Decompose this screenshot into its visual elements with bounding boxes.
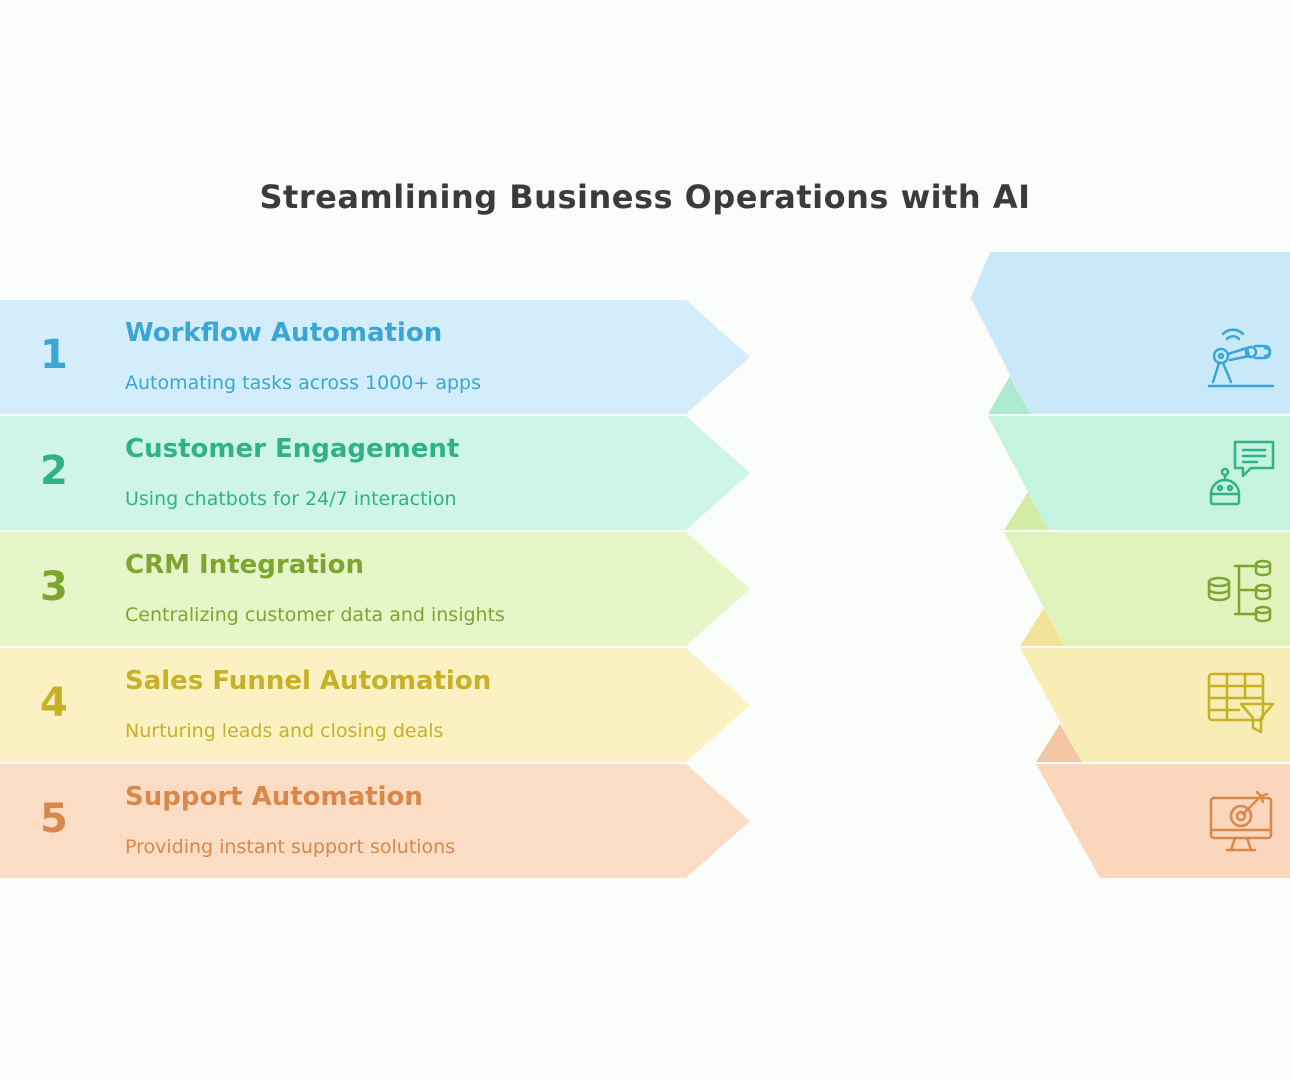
table-funnel-icon [1207, 672, 1275, 734]
step-2: 2 Customer Engagement Using chatbots for… [0, 416, 750, 530]
step-title: CRM Integration [125, 550, 364, 580]
step-1: 1 Workflow Automation Automating tasks a… [0, 300, 750, 414]
ribbon-fold-2 [1004, 492, 1048, 530]
step-description: Nurturing leads and closing deals [125, 720, 444, 742]
step-3: 3 CRM Integration Centralizing customer … [0, 532, 750, 646]
ribbon-block-2 [988, 416, 1290, 530]
ribbon-fold-4 [1036, 724, 1082, 762]
ribbon-top-fold [970, 252, 1290, 300]
step-number: 2 [40, 448, 68, 494]
step-number: 1 [40, 332, 68, 378]
step-number: 5 [40, 796, 68, 842]
database-hierarchy-icon [1207, 559, 1272, 623]
chatbot-icon [1209, 440, 1275, 506]
step-description: Centralizing customer data and insights [125, 604, 505, 626]
ribbon-fold-1 [988, 376, 1030, 414]
step-number: 4 [40, 680, 68, 726]
ribbon-block-4 [1020, 648, 1290, 762]
step-title: Workflow Automation [125, 318, 443, 348]
step-description: Automating tasks across 1000+ apps [125, 372, 481, 394]
step-4: 4 Sales Funnel Automation Nurturing lead… [0, 648, 750, 762]
step-title: Customer Engagement [125, 434, 460, 464]
ribbon-block-3 [1004, 532, 1290, 646]
step-title: Support Automation [125, 782, 423, 812]
robot-arm-icon [1207, 328, 1275, 388]
step-5: 5 Support Automation Providing instant s… [0, 764, 750, 878]
diagram-title: Streamlining Business Operations with AI [259, 178, 1031, 216]
step-description: Using chatbots for 24/7 interaction [125, 488, 457, 510]
step-number: 3 [40, 564, 68, 610]
monitor-target-icon [1209, 790, 1273, 852]
step-description: Providing instant support solutions [125, 836, 456, 858]
step-title: Sales Funnel Automation [125, 666, 492, 696]
ribbon-fold-3 [1020, 608, 1064, 646]
